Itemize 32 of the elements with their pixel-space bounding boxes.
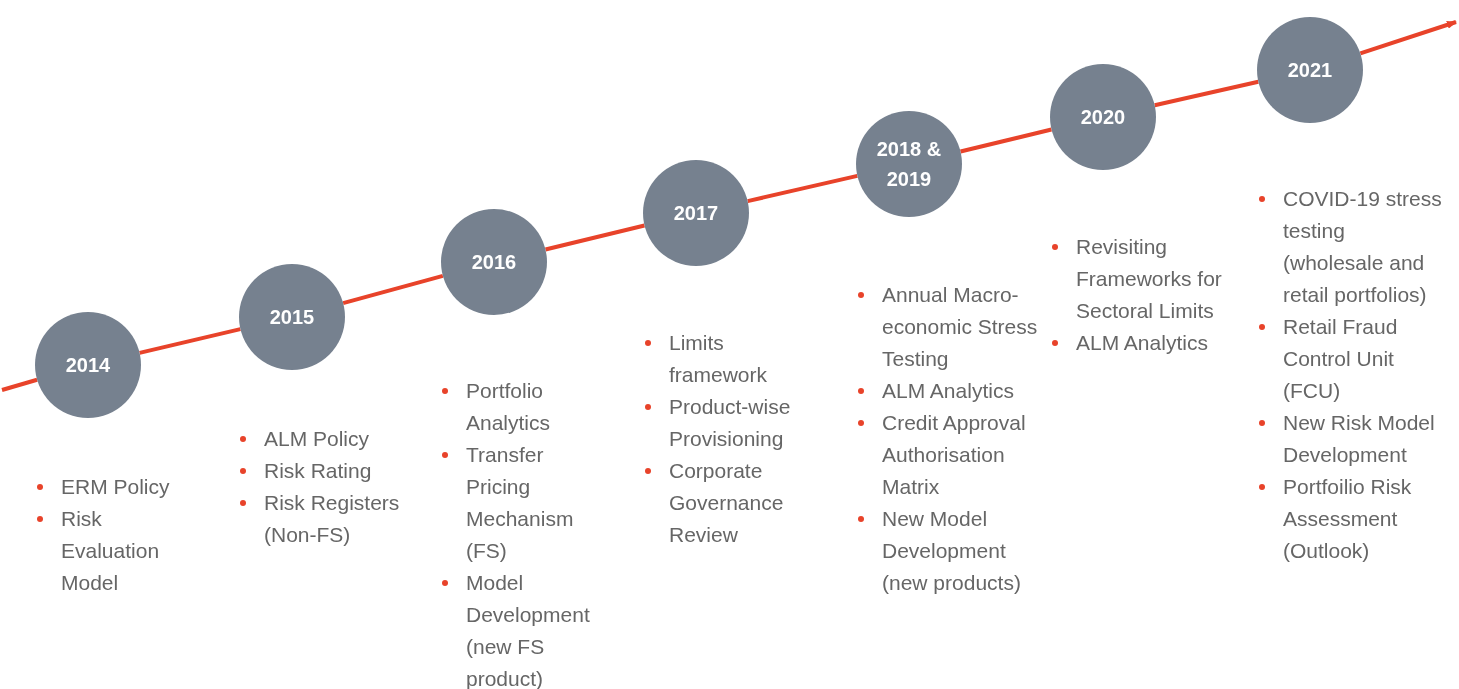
timeline-line xyxy=(342,274,444,305)
year-label: 2016 xyxy=(470,250,518,275)
year-label: 2017 xyxy=(672,201,720,226)
year-label: 2021 xyxy=(1286,58,1334,83)
bullet-point: New Risk Model Development xyxy=(1257,407,1447,471)
bullet-point: Risk Evaluation Model xyxy=(35,503,185,599)
timeline-line xyxy=(1,377,38,392)
bullet-point: Credit Approval Authorisation Matrix xyxy=(856,407,1056,503)
year-label: 2015 xyxy=(268,305,316,330)
bullet-point: ALM Analytics xyxy=(856,375,1056,407)
timeline-line xyxy=(1154,79,1259,108)
bullet-point: ERM Policy xyxy=(35,471,185,503)
timeline-line xyxy=(139,327,241,355)
timeline-arrow xyxy=(1359,20,1457,56)
bullet-point: Portfoilio Risk Assessment (Outlook) xyxy=(1257,471,1447,567)
bullet-point: New Model Development (new products) xyxy=(856,503,1056,599)
timeline-line xyxy=(545,223,645,252)
bullet-point: Product-wise Provisioning xyxy=(643,391,813,455)
bullet-point: Portfolio Analytics xyxy=(440,375,610,439)
year-label: 2020 xyxy=(1079,105,1127,130)
bullet-point: ALM Policy xyxy=(238,423,428,455)
bullet-point: Limits framework xyxy=(643,327,813,391)
bullet-point: Retail Fraud Control Unit (FCU) xyxy=(1257,311,1447,407)
timeline-line xyxy=(960,127,1052,154)
bullet-point: Risk Rating xyxy=(238,455,428,487)
bullet-point: Risk Registers (Non-FS) xyxy=(238,487,428,551)
timeline-line xyxy=(747,173,858,204)
year-label: 2018 & 2019 xyxy=(875,137,943,192)
bullet-point: Corporate Governance Review xyxy=(643,455,813,551)
year-label: 2014 xyxy=(64,353,112,378)
bullet-point: Transfer Pricing Mechanism (FS) xyxy=(440,439,610,567)
bullet-point: COVID-19 stress testing (wholesale and retail portfolios) xyxy=(1257,183,1447,311)
